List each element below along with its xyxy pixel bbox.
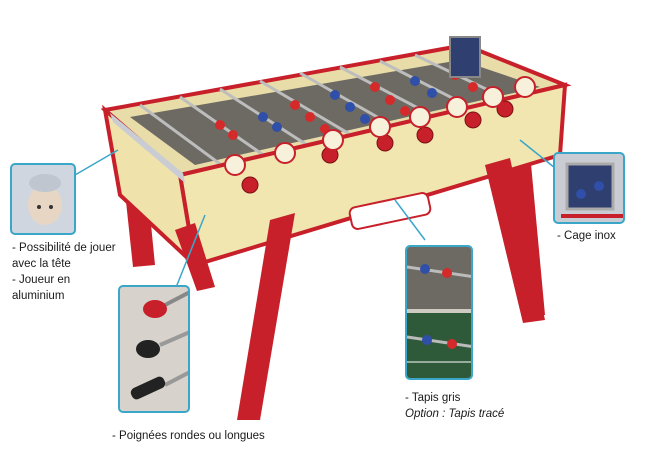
head-caption-line-2: avec la tête [12,258,71,270]
head-caption: - Possibilité de jouer avec la tête - Jo… [12,240,132,304]
tapis-option-text: Option : Tapis tracé [405,408,505,420]
handles-photo [118,285,190,413]
tapis-caption: - Tapis gris Option : Tapis tracé [405,390,565,422]
tapis-caption-line-2: Option : Tapis tracé [405,406,565,422]
tapis-gris-photo [405,245,473,380]
cage-inox-photo [553,152,625,224]
head-caption-line-3: - Joueur en [12,274,71,286]
handles-caption: - Poignées rondes ou longues [112,430,265,442]
head-caption-line-1: - Possibilité de jouer [12,242,116,254]
head-caption-line-4: aluminium [12,290,65,302]
tapis-caption-line-1: - Tapis gris [405,392,461,404]
player-head-photo [10,163,76,235]
cage-caption: - Cage inox [557,230,616,242]
foosball-table-image [85,25,585,425]
